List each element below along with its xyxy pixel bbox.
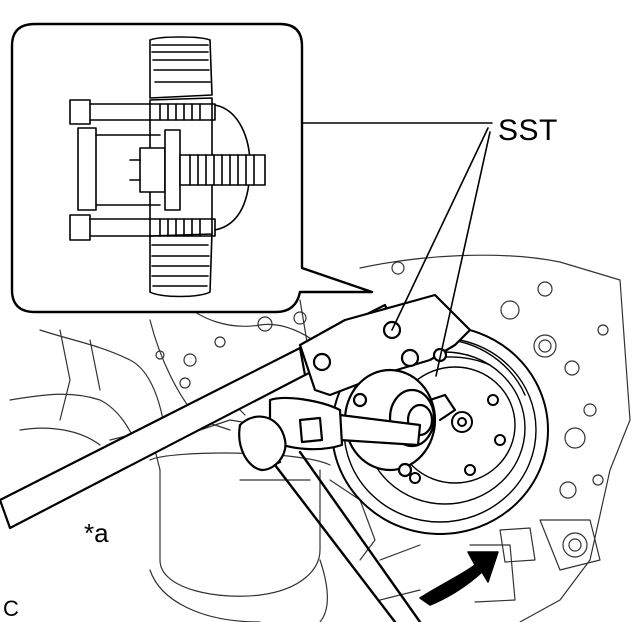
sst-tool [0,293,472,530]
sst-label: SST [498,114,558,147]
detail-inset-drawing [69,36,266,298]
curved-arrow-icon [419,551,499,606]
wrench [238,396,422,622]
corner-code-label: C [3,596,19,621]
part-a-label: *a [84,518,109,548]
